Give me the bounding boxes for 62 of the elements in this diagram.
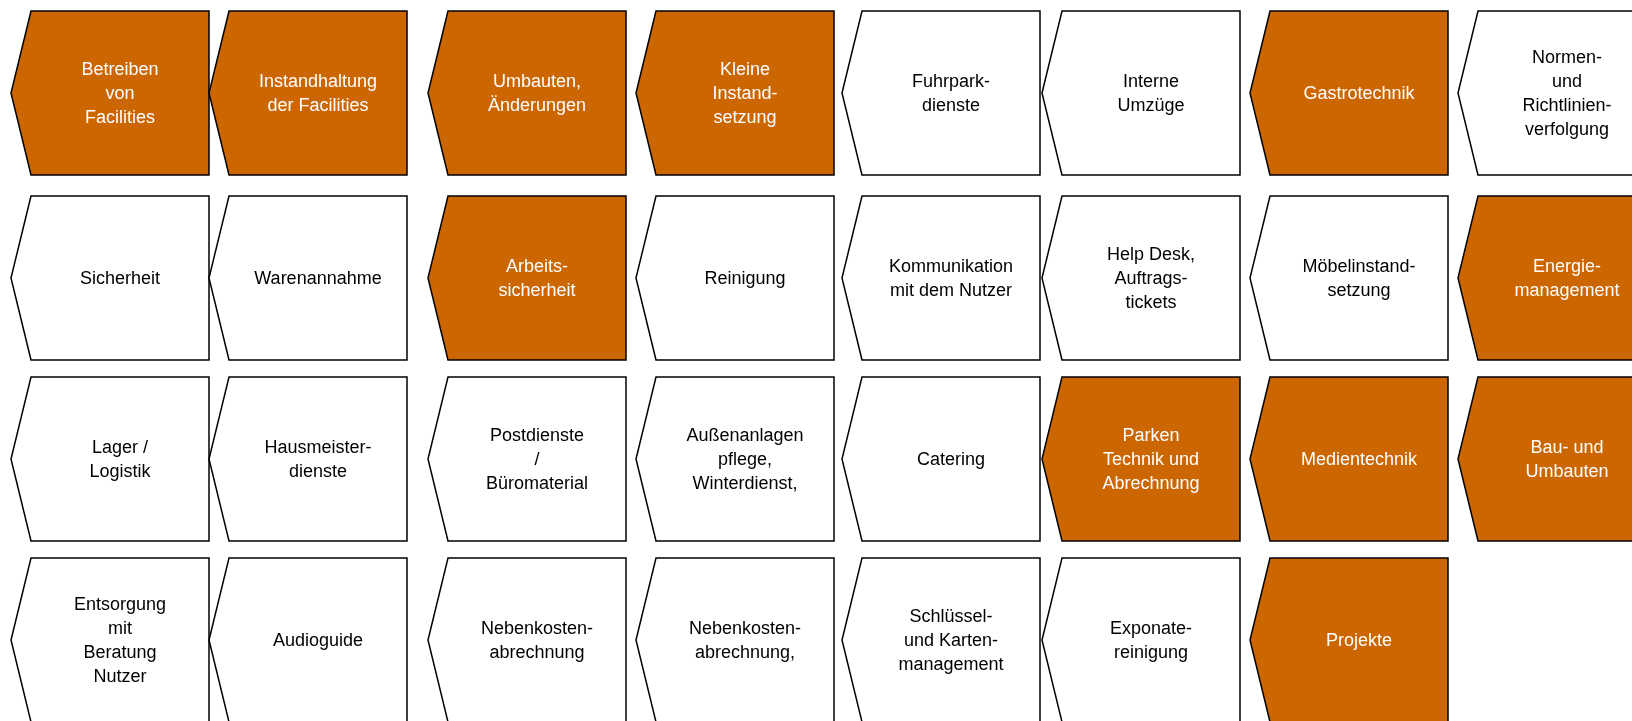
chevron-tag bbox=[841, 195, 1041, 361]
chevron-tag bbox=[427, 10, 627, 176]
tag-label: Entsorgung mit Beratung Nutzer bbox=[73, 593, 167, 688]
tag-label: Energie- management bbox=[1514, 255, 1620, 302]
chevron-tag bbox=[10, 10, 210, 176]
chevron-tag bbox=[427, 557, 627, 721]
chevron-tag bbox=[635, 376, 835, 542]
tag-label: Möbelinstand- setzung bbox=[1302, 255, 1416, 302]
chevron-tag bbox=[1457, 195, 1632, 361]
tag-label: Nebenkosten- abrechnung bbox=[480, 617, 594, 664]
tag-label: Normen- und Richtlinien- verfolgung bbox=[1522, 46, 1612, 141]
tag-label: Bau- und Umbauten bbox=[1524, 436, 1610, 483]
tag-label: Kommunikation mit dem Nutzer bbox=[888, 255, 1014, 302]
chevron-tag bbox=[1249, 195, 1449, 361]
tag-label: Betreiben von Facilities bbox=[80, 58, 160, 129]
chevron-tag bbox=[1249, 376, 1449, 542]
tag-label: Postdienste / Büromaterial bbox=[486, 424, 588, 495]
tag-label: Help Desk, Auftrags- tickets bbox=[1106, 243, 1196, 314]
tag-label: Audioguide bbox=[272, 629, 364, 652]
tag-label: Kleine Instand- setzung bbox=[711, 58, 779, 129]
tag-label: Medientechnik bbox=[1300, 448, 1418, 471]
chevron-tag bbox=[1041, 376, 1241, 542]
chevron-tag bbox=[841, 10, 1041, 176]
tag-label: Schlüssel- und Karten- management bbox=[898, 605, 1004, 676]
chevron-tag bbox=[208, 195, 408, 361]
tag-label: Catering bbox=[917, 448, 985, 471]
chevron-tag bbox=[635, 195, 835, 361]
tag-label: Parken Technik und Abrechnung bbox=[1102, 424, 1200, 495]
tag-label: Nebenkosten- abrechnung, bbox=[688, 617, 802, 664]
tag-label: Gastrotechnik bbox=[1303, 82, 1415, 105]
tag-label: Interne Umzüge bbox=[1116, 70, 1186, 117]
chevron-tag bbox=[208, 557, 408, 721]
tag-label: Arbeits- sicherheit bbox=[497, 255, 577, 302]
tag-label: Außenanlagen pflege, Winterdienst, bbox=[686, 424, 804, 495]
tag-label: Fuhrpark- dienste bbox=[911, 70, 991, 117]
chevron-tag bbox=[10, 195, 210, 361]
chevron-tag bbox=[1249, 557, 1449, 721]
chevron-tag bbox=[427, 376, 627, 542]
tag-label: Sicherheit bbox=[80, 267, 160, 290]
tag-label: Umbauten, Änderungen bbox=[487, 70, 587, 117]
tag-label: Warenannahme bbox=[254, 267, 382, 290]
chevron-tag bbox=[635, 557, 835, 721]
chevron-tag bbox=[10, 376, 210, 542]
chevron-tag bbox=[1041, 10, 1241, 176]
chevron-tag bbox=[208, 10, 408, 176]
chevron-tag bbox=[841, 557, 1041, 721]
chevron-tag bbox=[1041, 195, 1241, 361]
chevron-tag bbox=[1041, 557, 1241, 721]
tag-label: Lager / Logistik bbox=[88, 436, 152, 483]
chevron-tag bbox=[1457, 10, 1632, 176]
tag-label: Hausmeister- dienste bbox=[264, 436, 372, 483]
chevron-tag bbox=[208, 376, 408, 542]
chevron-tag bbox=[635, 10, 835, 176]
tag-label: Exponate- reinigung bbox=[1108, 617, 1194, 664]
chevron-tag bbox=[841, 376, 1041, 542]
chevron-tag bbox=[427, 195, 627, 361]
tag-label: Instandhaltung der Facilities bbox=[258, 70, 378, 117]
chevron-tag bbox=[1249, 10, 1449, 176]
chevron-tag bbox=[1457, 376, 1632, 542]
tag-label: Projekte bbox=[1326, 629, 1392, 652]
chevron-tag bbox=[10, 557, 210, 721]
tag-label: Reinigung bbox=[704, 267, 786, 290]
